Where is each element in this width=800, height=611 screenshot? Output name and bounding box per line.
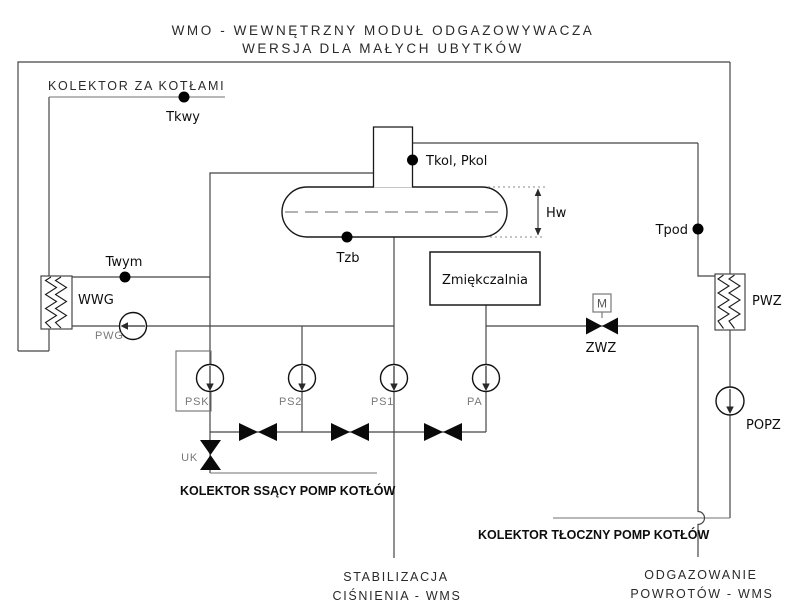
- psk-arrowhead: [206, 383, 214, 391]
- wwg-exchanger: [40, 275, 73, 330]
- valve1-right: [258, 423, 277, 441]
- label-wwg: WWG: [78, 293, 114, 308]
- label-stabilizacja-line2: CIŚNIENIA - WMS: [333, 588, 462, 603]
- pwz-coil-2: [727, 274, 742, 329]
- wwg-box: [40, 275, 73, 330]
- zwz-motor-box: [592, 293, 612, 313]
- popz-arrowhead: [726, 406, 734, 414]
- tkwy-sensor-dot: [178, 91, 190, 103]
- label-ps2: PS2: [279, 396, 302, 408]
- label-zwz: ZWZ: [586, 341, 617, 356]
- tpod-sensor-dot: [692, 223, 704, 235]
- label-kolektor-tloczny: KOLEKTOR TŁOCZNY POMP KOTŁÓW: [478, 527, 709, 542]
- ps2-arrowhead: [298, 383, 306, 391]
- uk-valve-bottom: [200, 455, 221, 470]
- valve2-left: [331, 423, 350, 441]
- valves: [200, 293, 618, 470]
- ps1-arrowhead: [390, 383, 398, 391]
- label-kolektor-za-kotlami: KOLEKTOR ZA KOTŁAMI: [48, 79, 225, 93]
- zwz-valve-left: [586, 317, 602, 335]
- label-twym: Twym: [105, 255, 143, 270]
- tzb-sensor-dot: [341, 231, 353, 243]
- label-pa: PA: [467, 396, 482, 408]
- label-zmiekczalnia: Zmiękczalnia: [442, 273, 528, 288]
- pwz-coil-1: [716, 274, 731, 329]
- hw-arrow-up: [534, 188, 542, 196]
- valve3-left: [424, 423, 443, 441]
- label-psk: PSK: [185, 396, 209, 408]
- softener-box: [429, 251, 541, 306]
- wwg-coil-2: [54, 276, 68, 329]
- pipe-vessel-inlet: [209, 172, 374, 326]
- vessel-stack-fill: [374, 126, 412, 188]
- valve1-left: [239, 423, 258, 441]
- label-stabilizacja-line1: STABILIZACJA: [343, 570, 449, 584]
- label-m: M: [597, 297, 607, 311]
- pipe-odgazowanie-drop: [697, 326, 706, 557]
- label-odgazowanie-line2: POWROTÓW - WMS: [630, 586, 773, 601]
- valve3-right: [443, 423, 462, 441]
- label-odgazowanie-line1: ODGAZOWANIE: [644, 568, 757, 582]
- pipe-tpod-drop: [697, 143, 715, 277]
- tkol-sensor-dot: [407, 154, 418, 166]
- uk-valve-top: [200, 440, 221, 455]
- label-ps1: PS1: [371, 396, 394, 408]
- pumps: [118, 311, 745, 416]
- label-uk: UK: [181, 452, 198, 464]
- label-tpod: Tpod: [655, 223, 688, 238]
- diagram-title-line2: WERSJA DLA MAŁYCH UBYTKÓW: [242, 41, 524, 56]
- hw-arrow-down: [534, 228, 542, 236]
- diagram-text: WMO - WEWNĘTRZNY MODUŁ ODGAZOWYWACZA WER…: [48, 23, 782, 603]
- label-kolektor-ssacy: KOLEKTOR SSĄCY POMP KOTŁÓW: [180, 483, 395, 498]
- label-pwz: PWZ: [752, 294, 782, 309]
- pwz-exchanger: [714, 273, 746, 331]
- zwz-valve-right: [602, 317, 618, 335]
- wwg-coil-1: [44, 276, 58, 329]
- twym-sensor-dot: [119, 271, 131, 283]
- label-hw: Hw: [546, 206, 567, 221]
- label-tkwy: Tkwy: [165, 110, 200, 125]
- pa-arrowhead: [482, 383, 490, 391]
- label-tzb: Tzb: [335, 251, 359, 266]
- pwg-arrowhead: [120, 322, 128, 330]
- valve2-right: [350, 423, 369, 441]
- pipe-outer-frame: [17, 61, 730, 351]
- label-tkol-pkol: Tkol, Pkol: [425, 154, 487, 169]
- sensor-dots: [119, 91, 704, 283]
- label-popz: POPZ: [746, 418, 781, 433]
- diagram-title-line1: WMO - WEWNĘTRZNY MODUŁ ODGAZOWYWACZA: [172, 23, 595, 38]
- label-pwg: PWG: [95, 330, 124, 342]
